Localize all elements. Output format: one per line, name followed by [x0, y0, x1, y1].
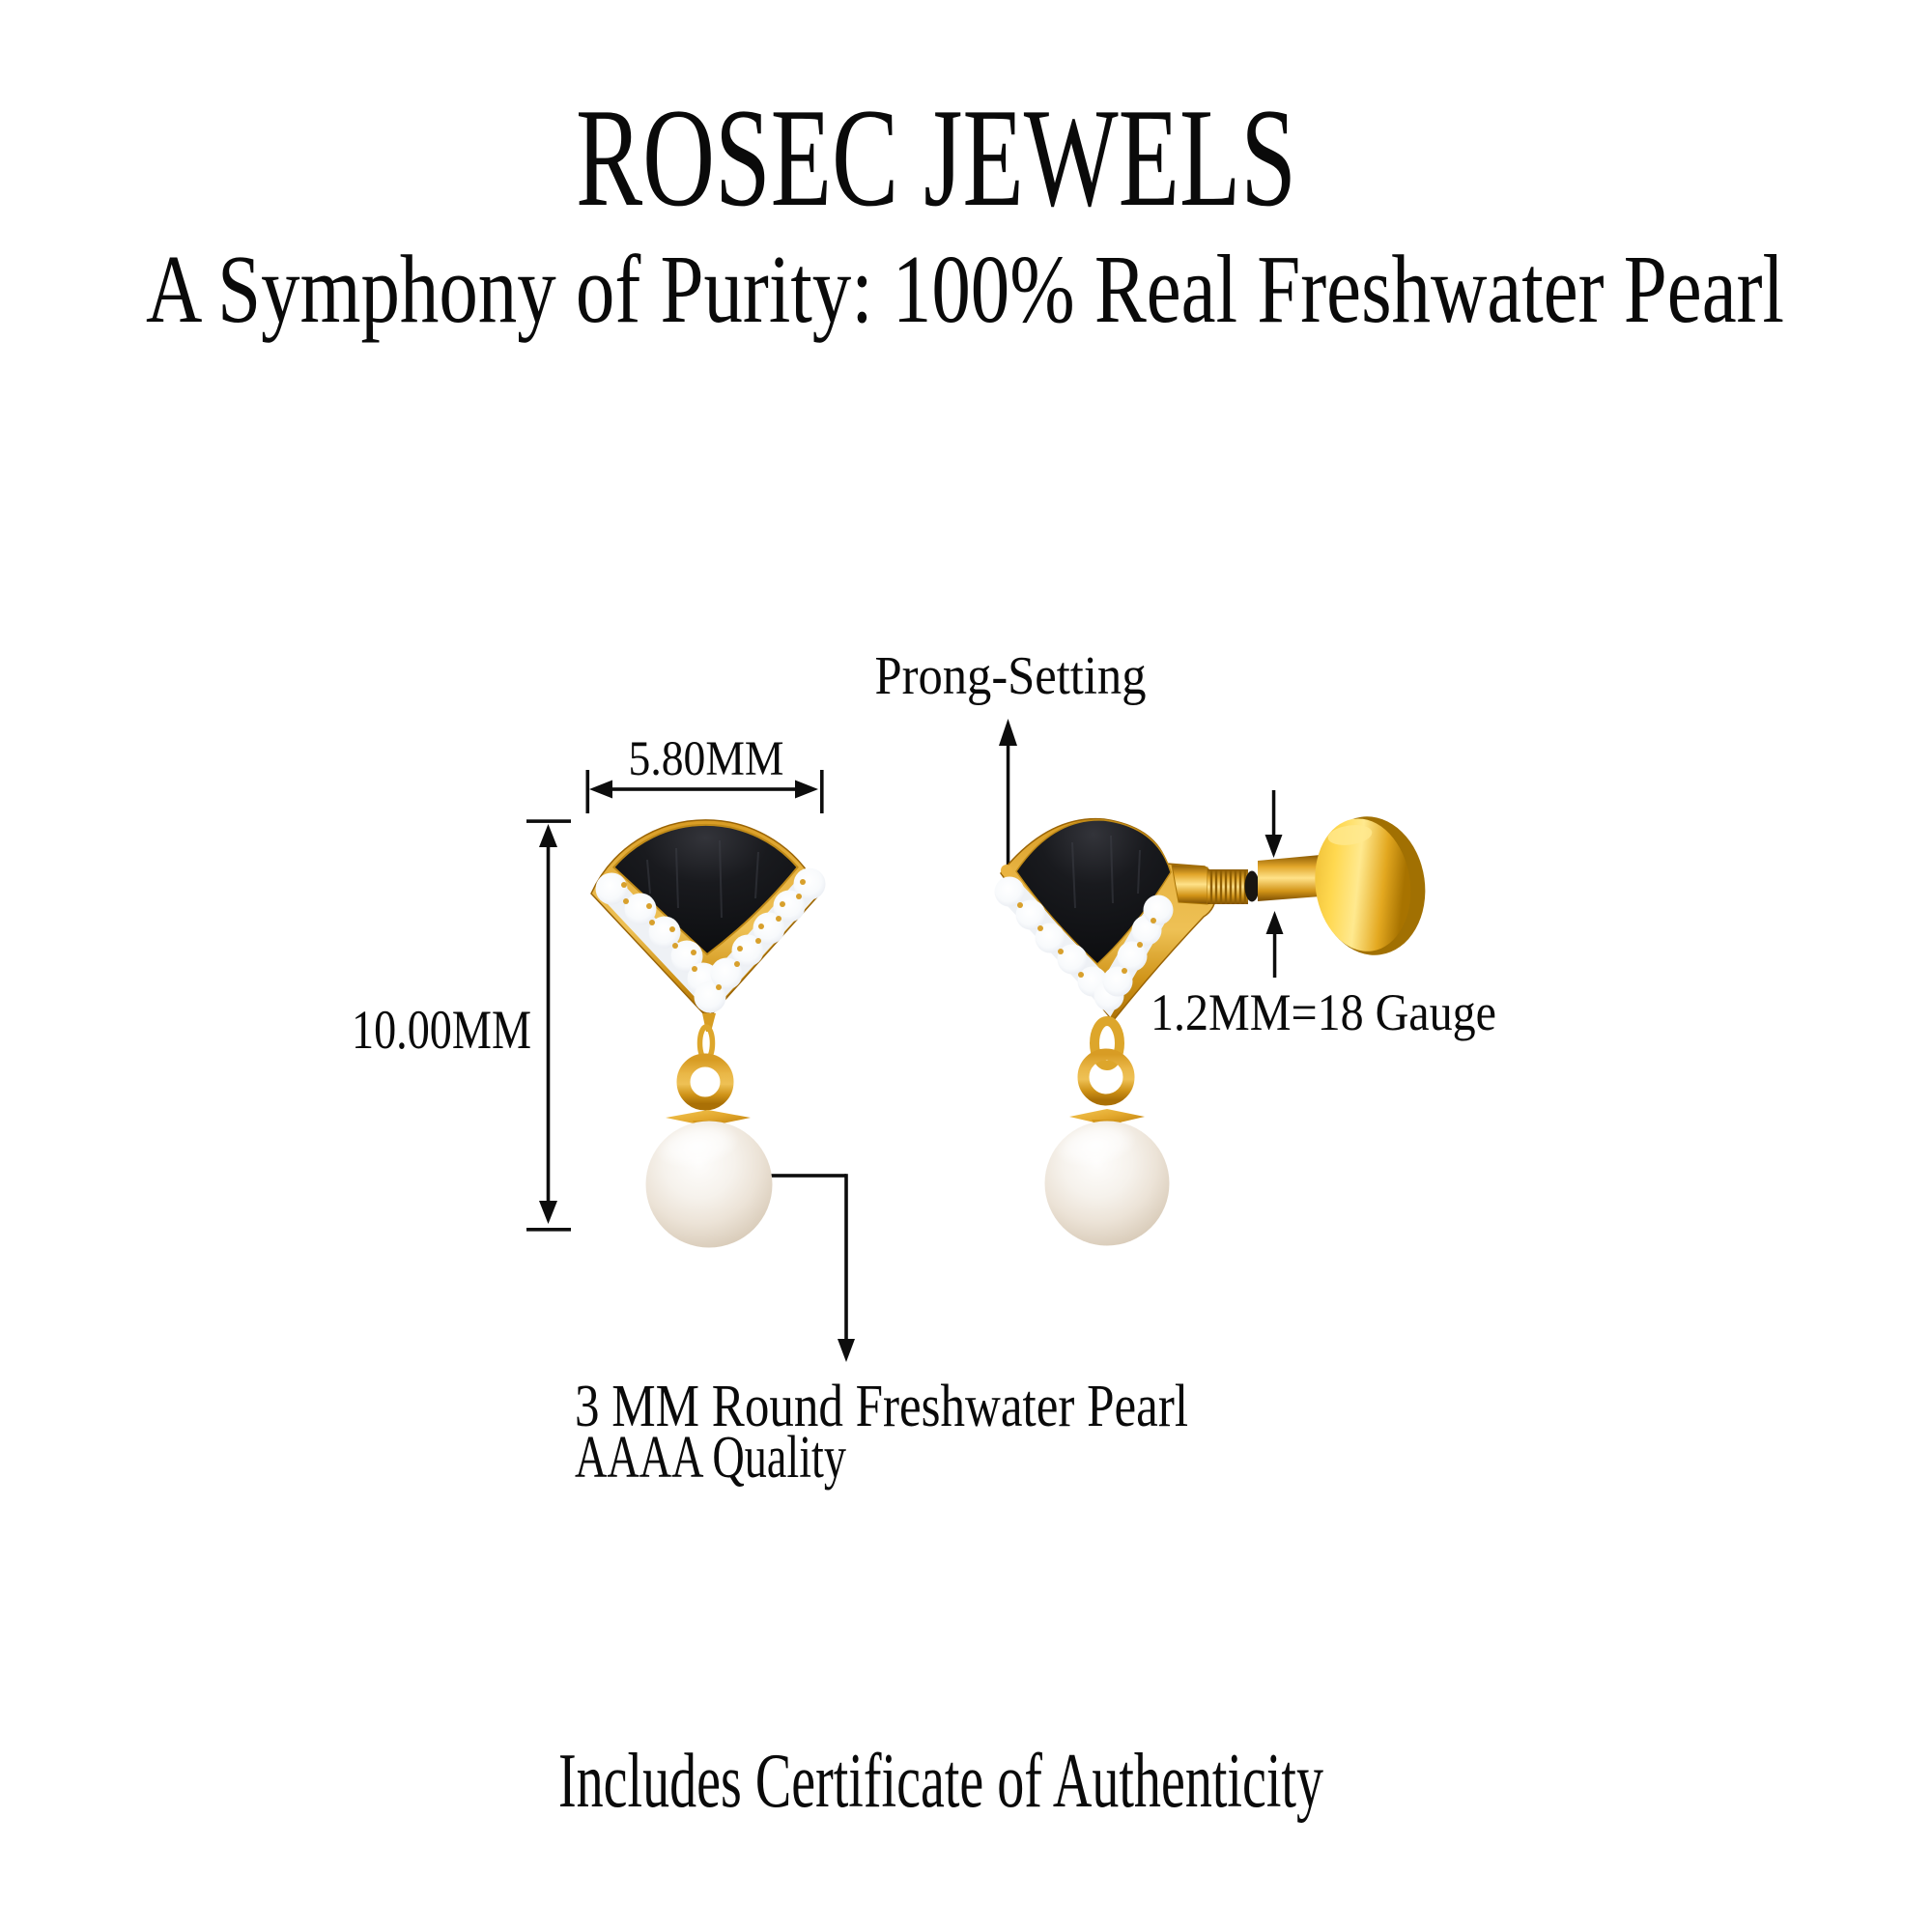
svg-text:AAAA Quality: AAAA Quality	[575, 1425, 846, 1491]
svg-text:10.00MM: 10.00MM	[352, 1000, 531, 1061]
svg-text:Includes Certificate of Authen: Includes Certificate of Authenticity	[558, 1739, 1323, 1824]
svg-text:ROSEC JEWELS: ROSEC JEWELS	[576, 79, 1296, 236]
svg-text:1.2MM=18 Gauge: 1.2MM=18 Gauge	[1151, 983, 1496, 1041]
svg-text:5.80MM: 5.80MM	[629, 732, 784, 786]
svg-text:A Symphony of Purity: 100% Rea: A Symphony of Purity: 100% Real Freshwat…	[146, 235, 1784, 343]
svg-text:Prong-Setting: Prong-Setting	[875, 646, 1147, 706]
svg-text:3 MM Round Freshwater Pearl: 3 MM Round Freshwater Pearl	[575, 1374, 1188, 1439]
